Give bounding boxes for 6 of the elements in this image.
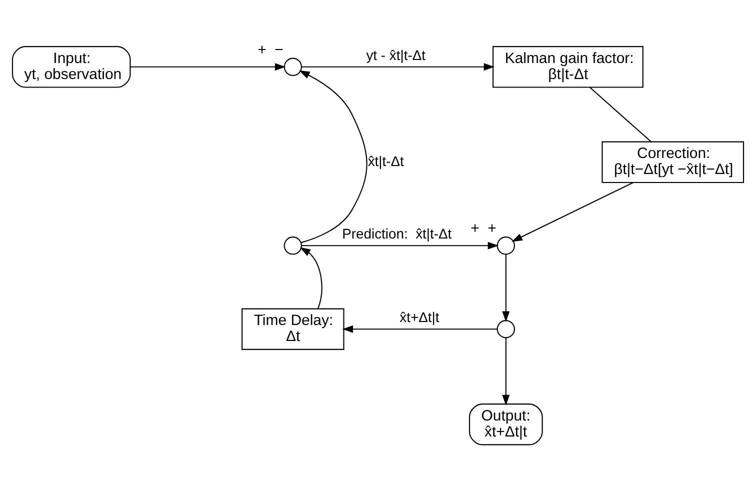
edge-label: Prediction: x̂t|t-Δt xyxy=(342,225,452,242)
edge-label: x̂t+Δt|t xyxy=(400,308,440,325)
edge-label: yt - x̂t|t-Δt xyxy=(366,46,426,62)
node-label: + + xyxy=(470,220,496,237)
node-label: + − xyxy=(258,40,284,58)
edge-label: x̂t|t-Δt xyxy=(368,152,404,168)
